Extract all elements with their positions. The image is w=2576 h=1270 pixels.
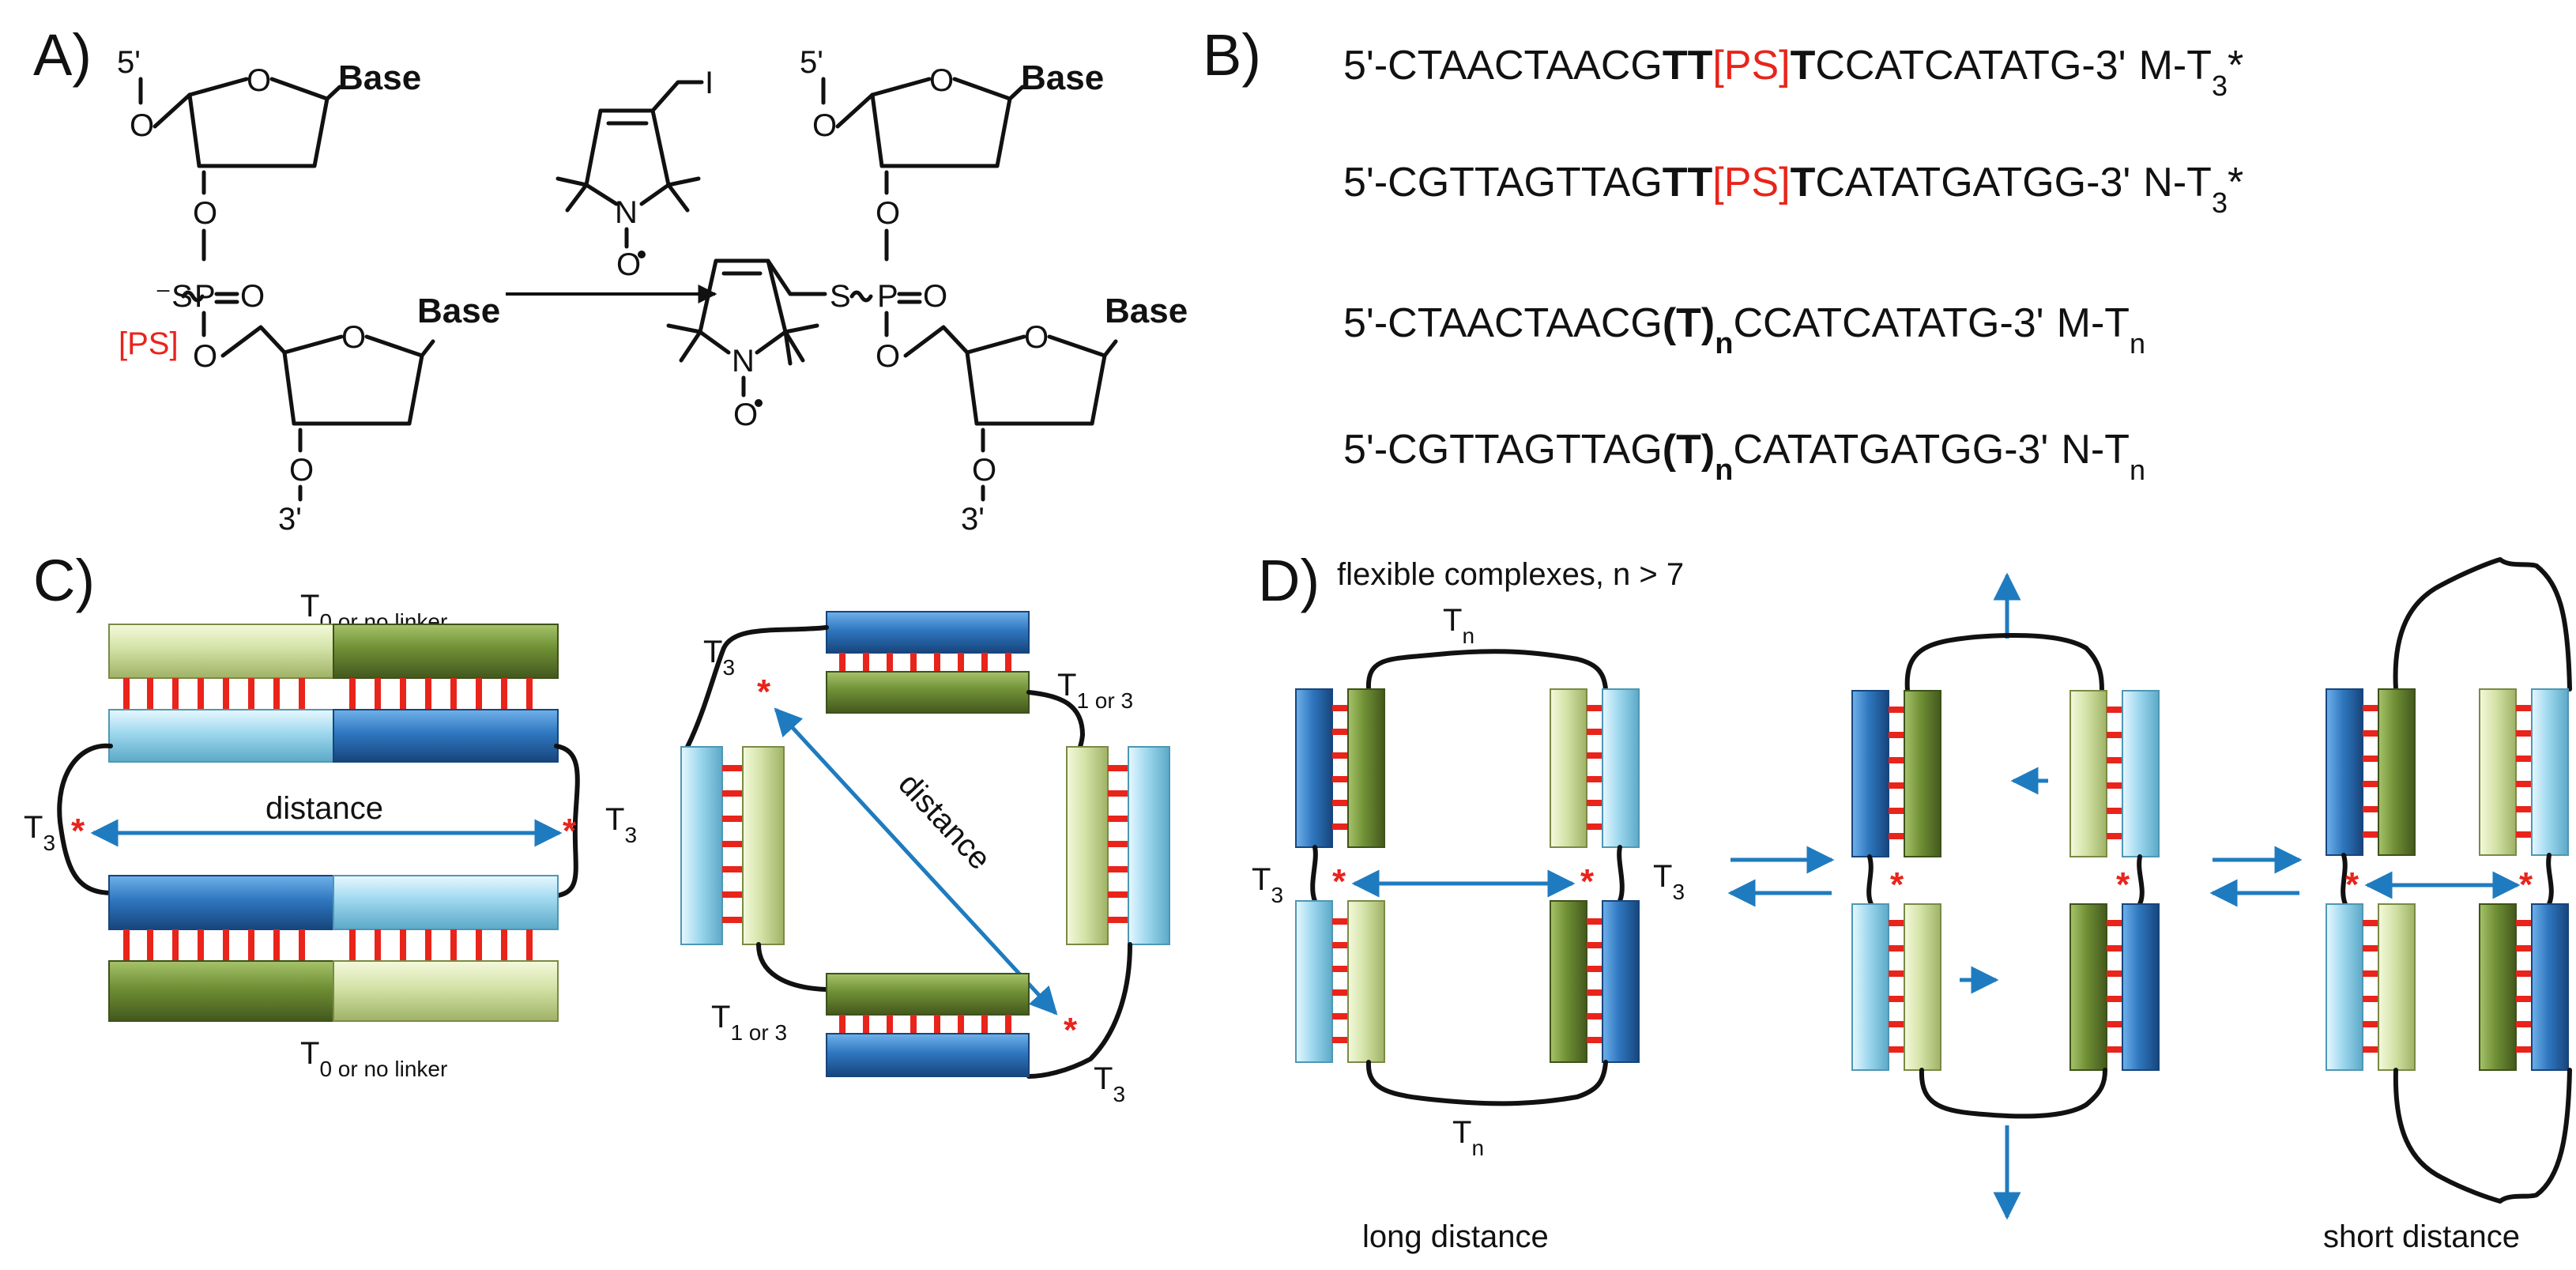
atom-o: O [923,279,947,314]
spin-label-star: * [1580,862,1595,901]
long-distance-label: long distance [1362,1219,1549,1254]
base-label: Base [1021,58,1104,97]
spin-label-star: * [2345,865,2359,904]
atom-o: O [812,108,837,143]
oxyl-oxygen: O [733,398,758,432]
spin-label-star: * [1064,1011,1078,1050]
equilibrium-arrows [1727,846,1835,907]
t3-label: T3 [1094,1061,1125,1106]
t0-label: T0 or no linker [300,1036,447,1081]
base-label: Base [417,292,500,330]
t3-label: T3 [605,802,637,847]
flexible-title: flexible complexes, n > 7 [1337,557,1684,592]
ps-label: [PS] [119,326,179,361]
atom-o: O [193,339,217,374]
atom-o: O [972,453,996,488]
spin-label-star: * [1890,865,1904,904]
panel-label-d: D) [1258,548,1320,613]
base-label: Base [338,58,421,97]
five-prime-label: 5' [117,45,141,80]
tn-label: Tn [1443,603,1474,648]
spin-label-star: * [757,673,771,711]
state-intermediate: * * [1851,572,2160,1220]
linear-complex: T0 or no linker T3 T3 * * distance [24,589,637,1081]
phosphorus: P [194,279,216,314]
t3-label: T3 [24,810,55,855]
sequence-line: 5'-CGTTAGTTAG(T)nCATATGATGG-3'N-Tn [1343,427,2145,487]
sequence-line: 5'-CGTTAGTTAGTT[PS]TCATATGATGG-3'N-T3* [1343,160,2243,219]
panel-a-reaction: 5' O O Base O ⁻S P O [PS] O O [117,45,1188,537]
three-prime-label: 3' [961,502,985,537]
phosphorus: P [877,279,898,314]
t3-label: T3 [1653,859,1685,904]
ring-oxygen: O [247,63,271,98]
atom-o: O [289,453,314,488]
t1-or-3-label: T1 or 3 [1057,668,1133,713]
spin-label-star: * [2116,865,2130,904]
short-distance-label: short distance [2323,1219,2520,1254]
panel-d-flexible: flexible complexes, n > 7 Tn T3 T3 * * [1252,557,2572,1254]
atom-o: O [193,196,217,231]
state-long-distance: Tn T3 T3 * * Tn [1252,603,1685,1254]
panel-b-sequences: 5'-CTAACTAACGTT[PS]TCCATCATATG-3'M-T3* 5… [1343,43,2243,487]
panel-c-complexes: T0 or no linker T3 T3 * * distance [24,589,1170,1106]
distance-arrow [774,707,1058,1016]
t3-label: T3 [1252,862,1283,907]
reactant-dinucleotide: 5' O O Base O ⁻S P O [PS] O O [117,45,500,537]
sulfur-anion: ⁻S [155,279,193,314]
oxyl-oxygen: O [616,247,641,282]
spin-label-star: * [2519,865,2533,904]
iodine: I [705,66,714,100]
panel-label-a: A) [33,22,92,88]
tn-label: Tn [1452,1115,1484,1160]
ring-oxygen: O [1024,320,1049,355]
t3-label: T3 [703,635,735,680]
atom-o: O [876,196,900,231]
five-prime-label: 5' [800,45,823,80]
base-label: Base [1105,292,1188,330]
sequence-line: 5'-CTAACTAACGTT[PS]TCCATCATATG-3'M-T3* [1343,43,2243,102]
nitrogen: N [732,344,755,379]
panel-label-c: C) [33,548,95,613]
distance-label: distance [891,767,997,876]
t1-or-3-label: T1 or 3 [711,1000,787,1045]
atom-o: O [130,108,154,143]
equilibrium-arrows [2209,846,2303,907]
square-complex: T1 or 3 T3 * distance [680,611,1170,1106]
spin-label-star: * [563,812,577,850]
atom-o: O [240,279,265,314]
sulfur: S [830,279,851,314]
reaction-arrow: I N O [506,66,717,303]
ring-oxygen: O [341,320,366,355]
sequence-line: 5'-CTAACTAACG(T)nCCATCATATG-3'M-Tn [1343,300,2145,360]
three-prime-label: 3' [278,502,302,537]
nitrogen: N [615,195,638,230]
product-dinucleotide: 5' O O Base O S P O O O Base [666,45,1188,537]
base-pairs [123,678,533,710]
atom-o: O [876,339,900,374]
state-short-distance: * * short distance [2323,557,2572,1254]
spin-label-star: * [1332,862,1346,901]
distance-label: distance [266,791,383,826]
spin-label-star: * [71,812,85,850]
panel-label-b: B) [1203,22,1261,88]
ring-oxygen: O [929,63,954,98]
